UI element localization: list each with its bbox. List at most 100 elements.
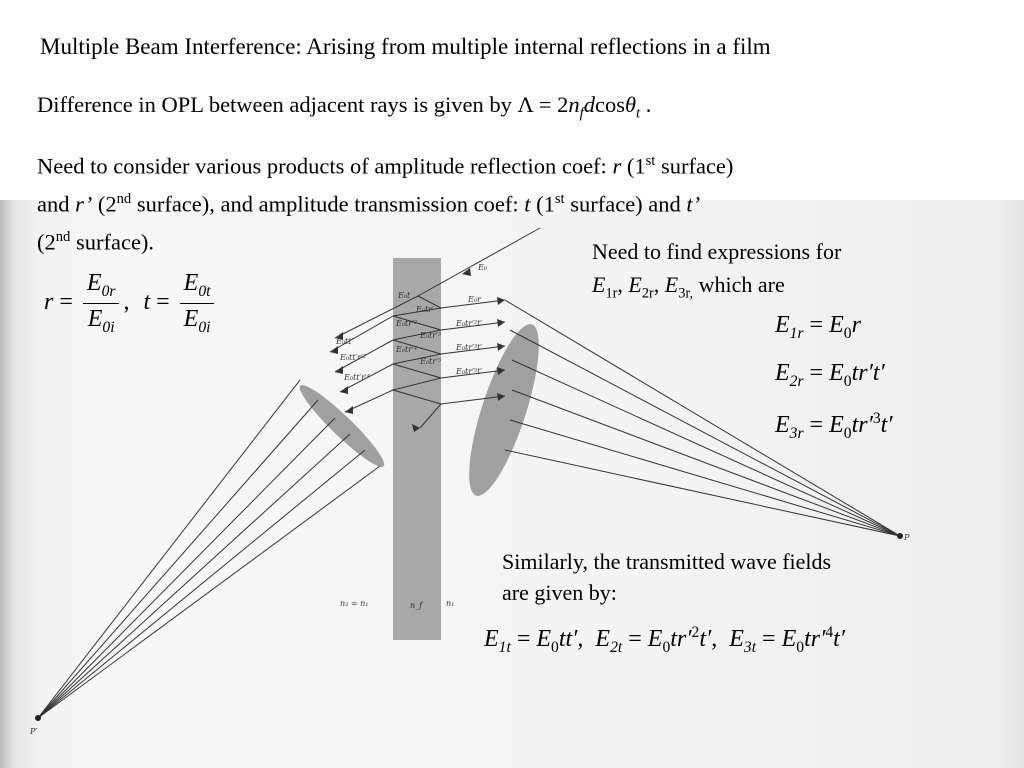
right-lens [469, 324, 539, 496]
products-text-6: surface), and amplitude transmission coe… [131, 191, 525, 217]
e3r-rhs-sub: 0 [843, 424, 852, 442]
products-text-9: (2 [37, 229, 56, 255]
frac-t-den: E0i [180, 304, 215, 337]
e-symbol-1: E [86, 270, 102, 296]
t3-lhs: E [729, 626, 744, 652]
label-e0tr5t: E₀tr′⁵t′ [455, 367, 482, 376]
find-s2: 2r [641, 285, 654, 302]
sub-0t: 0t [198, 282, 211, 300]
ray-lines [37, 227, 901, 719]
products-text-10: surface). [70, 229, 155, 255]
similar-line-2: are given by: [502, 580, 617, 605]
t1-eq: = [510, 626, 537, 652]
similarly-text: Similarly, the transmitted wave fields a… [502, 546, 962, 608]
products-text-8: surface) and [564, 191, 687, 217]
label-e0tr3: E₀tr′³ [419, 331, 441, 340]
transmitted-equations: E1t = E0tt′, E2t = E0tr′2t′, E3t = E0tr′… [484, 624, 845, 657]
e3r-sup: 3 [872, 410, 881, 427]
t2-rhs-sub: 0 [662, 638, 671, 656]
products-text-3: surface) [655, 153, 734, 179]
def-comma: , [123, 288, 130, 315]
t3-rhs-e: E [781, 626, 797, 652]
find-e3: E [664, 272, 679, 297]
label-nf: n_f [410, 601, 424, 610]
e3r-rhs-e: E [829, 412, 844, 438]
e2r-rhs-sub: 0 [843, 372, 852, 390]
t3-rest-b: t′ [833, 626, 846, 652]
opl-end: . [640, 92, 652, 117]
coef-r-prime: r’ [75, 191, 93, 217]
t2-lhs: E [595, 626, 611, 652]
t3-sup: 4 [825, 624, 834, 641]
opl-nsub: f [579, 105, 584, 122]
sup-nd-2: nd [55, 229, 71, 245]
t1-rhs-sub: 0 [551, 638, 559, 656]
t3-rhs-sub: 0 [796, 638, 805, 656]
t1-rhs-e: E [536, 626, 552, 652]
e3r-rest-b: t′ [880, 412, 893, 438]
sup-nd-1: nd [116, 191, 132, 207]
opl-theta: θ [624, 92, 637, 117]
e2r-lhs: E [775, 360, 790, 386]
t3-sub: 3t [743, 638, 757, 656]
e3r-lhs: E [775, 412, 790, 438]
find-e2: E [628, 272, 642, 297]
def-r: r [44, 288, 54, 315]
label-media: n₂ = n₁ [340, 599, 369, 608]
label-n1: n₁ [446, 599, 454, 608]
similar-line-1: Similarly, the transmitted wave fields [502, 549, 832, 574]
find-comma-2: , [653, 272, 665, 297]
e1r-rest: r [851, 312, 861, 338]
products-text-1: Need to consider various products of amp… [37, 153, 613, 179]
sub-0i-1: 0i [102, 318, 115, 336]
scanned-figure-background [0, 200, 1024, 768]
focal-point-p [897, 533, 903, 539]
opl-sentence: Difference in OPL between adjacent rays … [37, 92, 651, 123]
e-symbol-4: E [183, 305, 199, 332]
label-e0ttr2: E₀tt′r′² [339, 353, 366, 362]
e1r-lhs: E [775, 312, 790, 338]
sub-0i-2: 0i [198, 318, 211, 336]
coef-r: r [612, 153, 622, 179]
coef-t-prime: t’ [686, 191, 701, 217]
t3-eq: = [756, 626, 782, 652]
e3r-rest-a: tr′ [851, 412, 873, 438]
def-t: t [143, 288, 151, 315]
focal-point-p-prime [35, 715, 41, 721]
opl-cos: cos [594, 92, 625, 117]
t1-lhs: E [484, 626, 499, 652]
e1r-sub: 1r [789, 324, 804, 342]
opl-n: n [568, 92, 580, 117]
find-tail: which are [693, 272, 785, 297]
e1r-eq: = [803, 312, 830, 338]
e1r-rhs-sub: 0 [843, 324, 852, 342]
label-e0t: E₀t [397, 291, 411, 300]
sub-0r: 0r [101, 282, 116, 300]
label-e0tr2: E₀tr′² [395, 319, 417, 328]
left-lens [299, 385, 385, 467]
products-text-7: (1 [530, 191, 555, 217]
frac-t-num: E0t [179, 270, 215, 304]
sup-st-2: st [554, 191, 565, 207]
label-e0tr3t: E₀tr′³t′ [455, 343, 482, 352]
e3r-sub: 3r [789, 424, 804, 442]
t2-eq: = [622, 626, 648, 652]
opl-text: Difference in OPL between adjacent rays … [37, 92, 569, 117]
arrowheads [330, 268, 505, 432]
find-s1: 1r [605, 285, 618, 302]
opl-thetasub: t [636, 105, 641, 122]
find-expressions-text: Need to find expressions for E1r, E2r, E… [592, 235, 952, 310]
coefficients-paragraph: Need to consider various products of amp… [37, 145, 937, 259]
opl-d: d [583, 92, 595, 117]
find-s3: 3r, [678, 285, 694, 302]
t1-rest: tt′, [558, 626, 584, 652]
e1r-rhs-e: E [829, 312, 844, 338]
label-e0ttr4: E₀tt′r′⁴ [343, 373, 370, 382]
e-symbol-3: E [183, 270, 199, 296]
e2r-rhs-e: E [829, 360, 844, 386]
def-eq-1: = [53, 288, 79, 315]
find-e1: E [592, 272, 606, 297]
